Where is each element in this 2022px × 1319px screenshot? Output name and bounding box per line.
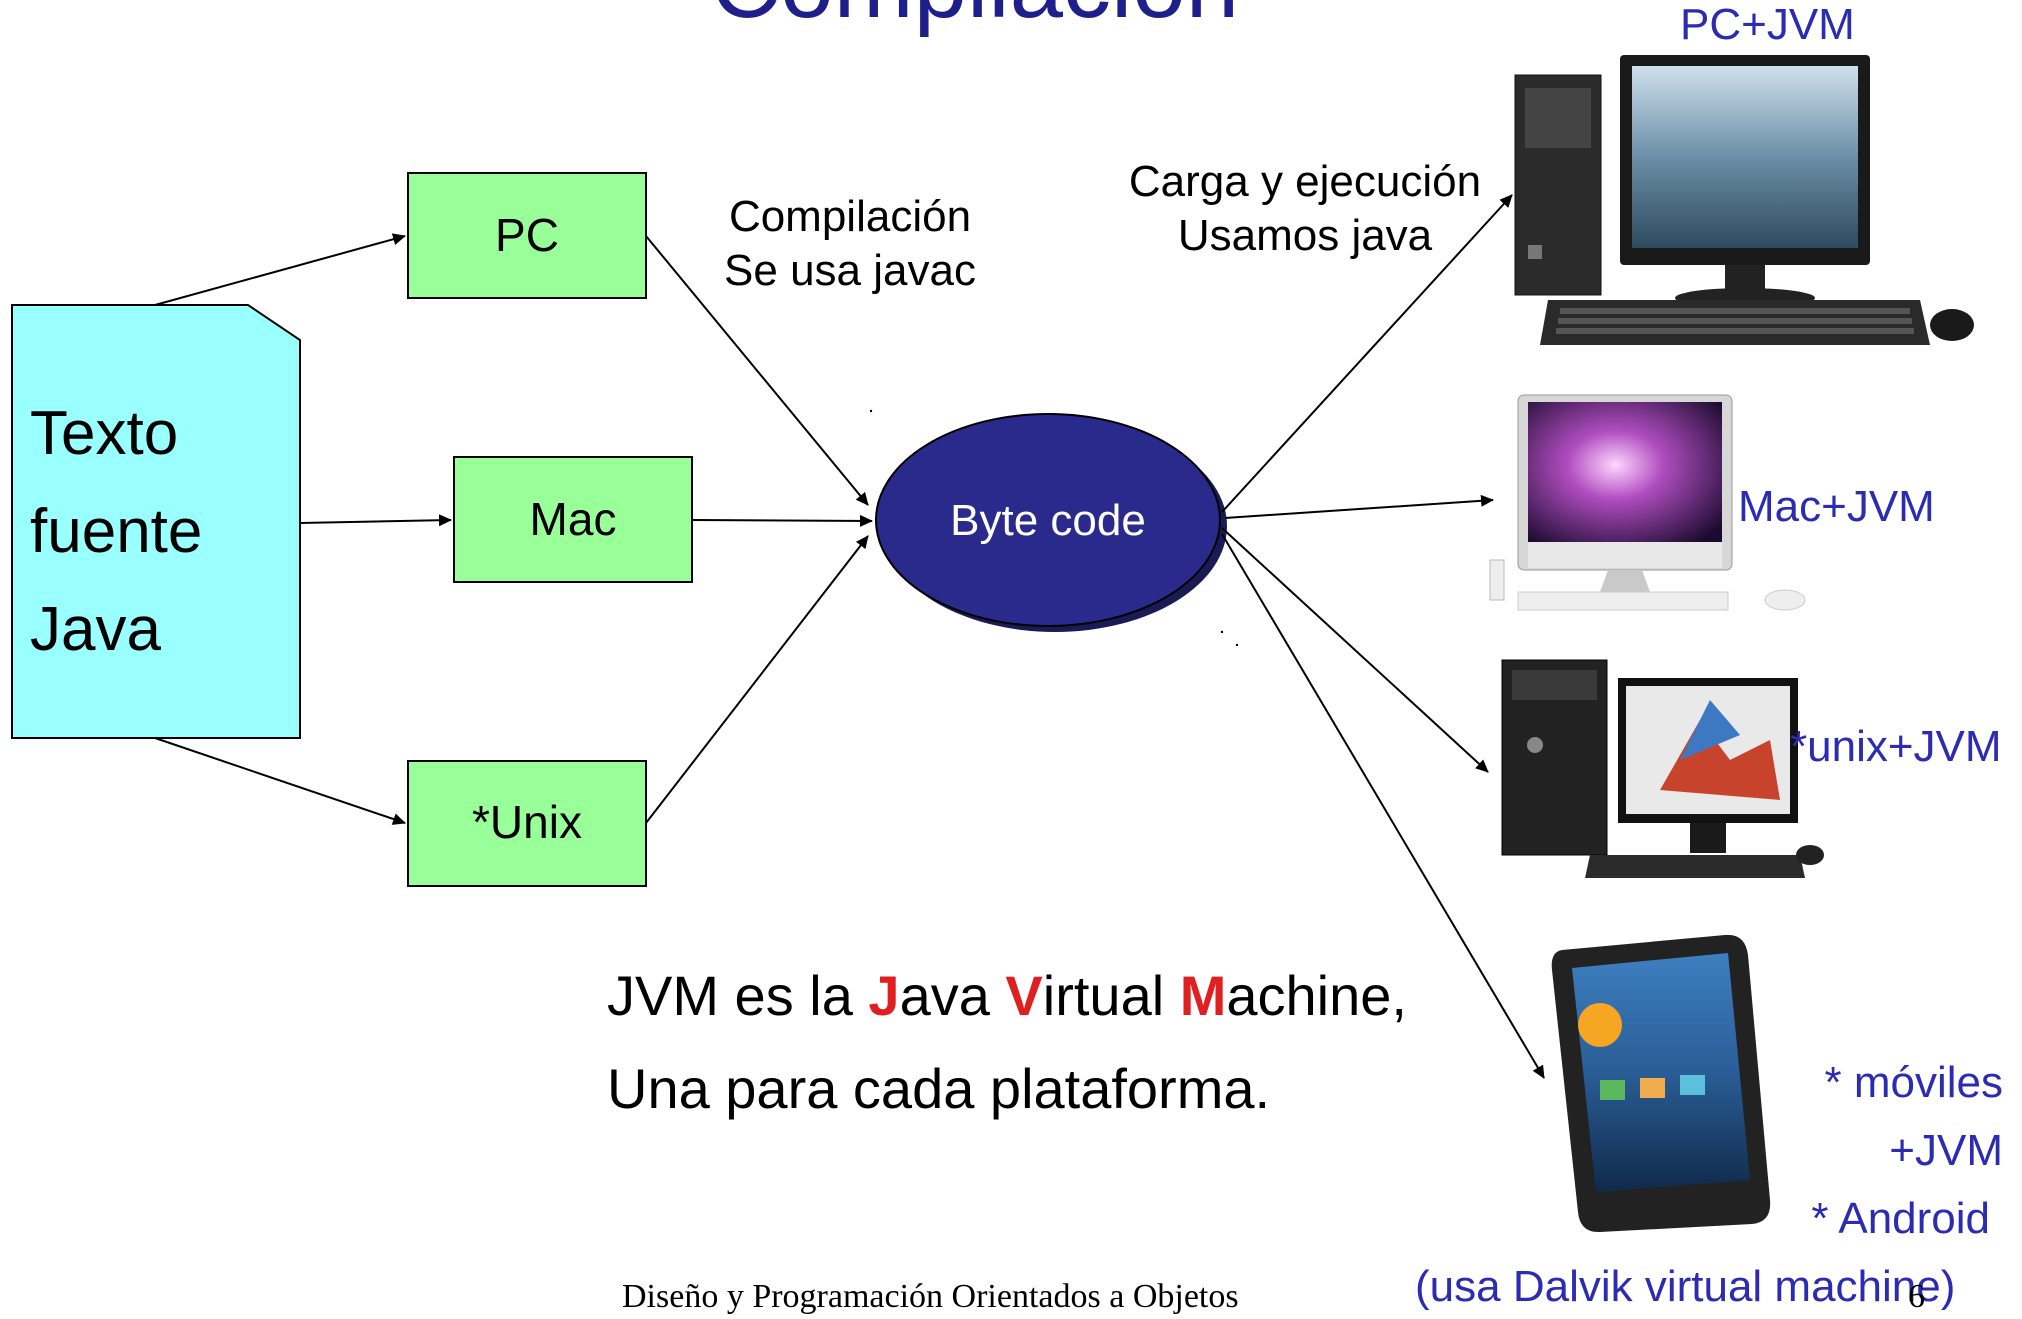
imac-image (1489, 394, 1806, 611)
source-line-2: fuente (30, 497, 203, 566)
arrow-bytecode-mac (1224, 494, 1494, 519)
desktop-pc-image (1514, 55, 1974, 345)
arrow-source-pc (154, 233, 406, 306)
compile-note-line-2: Se usa javac (724, 246, 976, 295)
target-mobile-line-4: (usa Dalvik virtual machine) (1415, 1262, 1956, 1311)
load-note: Carga y ejecución Usamos java (1100, 155, 1510, 263)
compile-note: Compilación Se usa javac (690, 190, 1010, 298)
jvm-note-line-1: JVM es la Java Virtual Machine, (607, 964, 1407, 1027)
jvm-note-line-2: Una para cada plataforma. (607, 1057, 1271, 1120)
unix-box (407, 760, 647, 887)
compile-note-line-1: Compilación (728, 192, 972, 241)
source-text: Texto fuente Java (30, 385, 202, 679)
load-note-line-2: Usamos java (1177, 211, 1433, 260)
arrow-bytecode-pc (1221, 194, 1513, 513)
bytecode-label: Byte code (950, 496, 1146, 545)
page-number: 6 (1908, 1278, 1925, 1315)
footer-text: Diseño y Programación Orientados a Objet… (622, 1278, 1239, 1315)
arrow-pc-bytecode (645, 235, 869, 506)
arrow-source-mac (299, 514, 452, 527)
arrow-bytecode-mobile (1221, 533, 1545, 1079)
pc-box (407, 172, 647, 299)
arrow-unix-bytecode (645, 535, 869, 824)
mac-box (453, 456, 693, 583)
source-line-3: Java (30, 595, 161, 664)
target-mac-label: Mac+JVM (1738, 482, 1935, 531)
workstation-image (1501, 659, 1824, 878)
target-mobile-line-3: * Android (1811, 1194, 1990, 1243)
arrow-mac-bytecode (691, 514, 873, 527)
target-pc-label: PC+JVM (1680, 0, 1855, 49)
target-mobile-line-1: * móviles (1824, 1058, 2004, 1107)
mac-box-label: Mac (530, 493, 617, 545)
unix-box-label: *Unix (472, 796, 582, 848)
arrow-source-unix (154, 737, 406, 825)
target-unix-label: *unix+JVM (1790, 722, 2002, 771)
arrow-bytecode-unix (1221, 527, 1489, 773)
bytecode-ellipse (875, 413, 1221, 627)
target-mobile-line-2: +JVM (1889, 1126, 2003, 1175)
pc-box-label: PC (495, 209, 559, 261)
slide-title: Compilación (0, 0, 1950, 40)
source-document (11, 304, 301, 739)
load-note-line-1: Carga y ejecución (1128, 157, 1482, 206)
smartphone-image (1551, 934, 1771, 1233)
source-line-1: Texto (30, 399, 179, 468)
